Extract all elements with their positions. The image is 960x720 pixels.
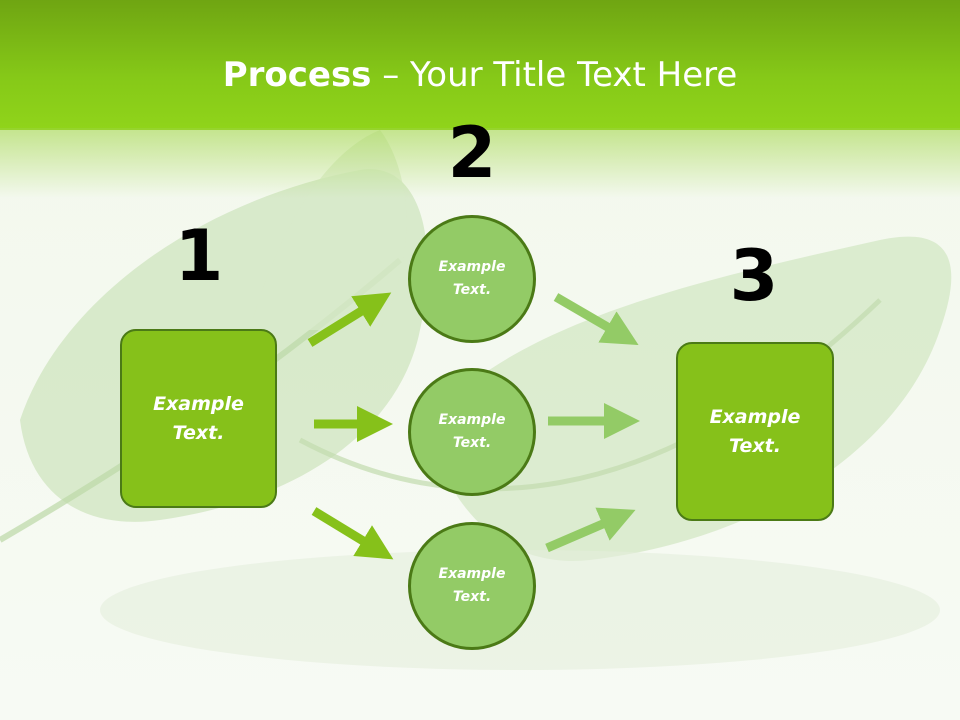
slide-title-rest: – Your Title Text Here: [371, 55, 738, 95]
slide-title: Process – Your Title Text Here: [0, 52, 960, 98]
arrow-to-circle-bottom: [311, 507, 394, 560]
step-2-circle-top: Example Text.: [408, 215, 536, 343]
circle-middle-text: Example Text.: [438, 412, 506, 451]
step-number-2: 2: [447, 112, 497, 194]
step-1-box: Example Text.: [120, 329, 277, 508]
slide-title-bold: Process: [222, 55, 372, 95]
circle-bottom-text: Example Text.: [438, 566, 506, 605]
header-band: [0, 0, 960, 130]
header-fade: [0, 128, 960, 198]
step-number-3: 3: [729, 235, 779, 317]
arrow-to-circle-top: [307, 292, 392, 347]
step-3-box: Example Text.: [676, 342, 834, 521]
step-1-text: Example Text.: [153, 392, 244, 444]
arrow-from-circle-bottom: [545, 507, 636, 553]
step-2-circle-middle: Example Text.: [408, 368, 536, 496]
step-3-text: Example Text.: [709, 405, 801, 457]
step-number-1: 1: [174, 215, 224, 297]
arrow-from-circle-top: [553, 293, 639, 346]
circle-top-text: Example Text.: [438, 259, 506, 298]
step-2-circle-bottom: Example Text.: [408, 522, 536, 650]
